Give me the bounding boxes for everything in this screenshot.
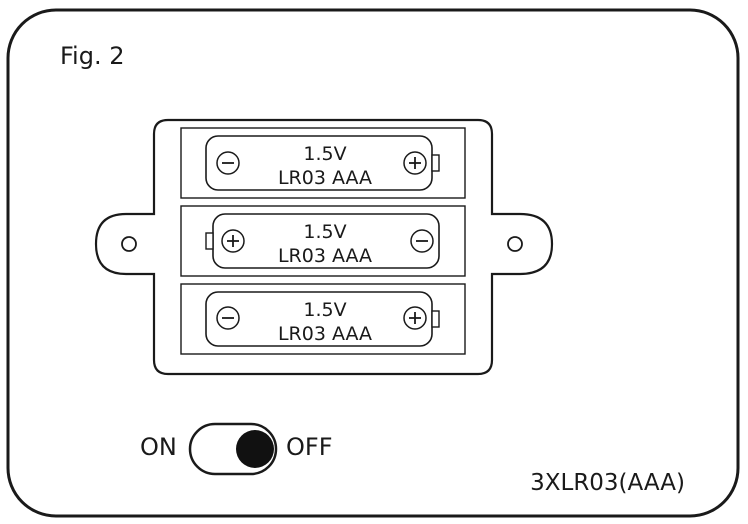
positive-nub (431, 154, 440, 172)
minus-terminal-icon (216, 306, 240, 330)
positive-nub (431, 310, 440, 328)
switch-on-label: ON (140, 433, 177, 461)
battery-type: LR03 AAA (278, 323, 372, 345)
plus-terminal-icon (403, 306, 427, 330)
minus-terminal-icon (410, 229, 434, 253)
minus-terminal-icon (216, 151, 240, 175)
battery-voltage: 1.5V (303, 143, 346, 165)
positive-nub (205, 232, 214, 250)
mounting-hole-left (121, 236, 137, 252)
switch-off-label: OFF (286, 433, 333, 461)
battery-type: LR03 AAA (278, 167, 372, 189)
battery-voltage: 1.5V (303, 299, 346, 321)
battery-voltage: 1.5V (303, 221, 346, 243)
mounting-hole-right (507, 236, 523, 252)
battery-3: 1.5V LR03 AAA (205, 291, 440, 347)
power-switch[interactable]: ON OFF (140, 422, 333, 476)
figure-label: Fig. 2 (60, 42, 125, 70)
battery-2: 1.5V LR03 AAA (205, 213, 440, 269)
battery-1: 1.5V LR03 AAA (205, 135, 440, 191)
battery-type: LR03 AAA (278, 245, 372, 267)
plus-terminal-icon (403, 151, 427, 175)
switch-knob[interactable] (236, 430, 274, 468)
battery-spec-label: 3XLR03(AAA) (530, 470, 685, 496)
plus-terminal-icon (221, 229, 245, 253)
